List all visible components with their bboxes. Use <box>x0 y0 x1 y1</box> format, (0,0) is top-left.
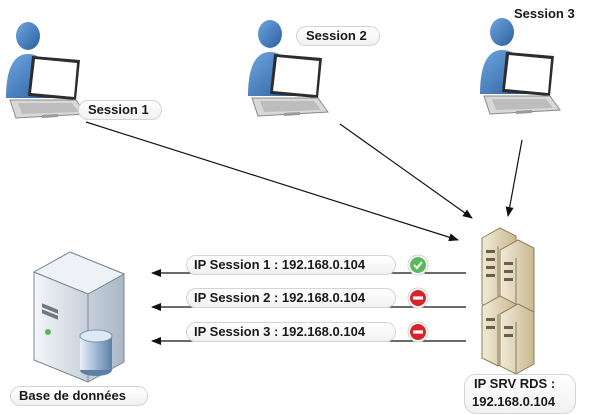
session-1-pill <box>78 100 162 120</box>
server-icon <box>481 227 535 375</box>
server-label-line1: IP SRV RDS : <box>474 376 556 391</box>
server-label-line2: 192.168.0.104 <box>472 394 556 409</box>
arrow-session-3-to-server <box>505 139 523 217</box>
database-server-icon <box>32 251 126 383</box>
user-1-laptop-icon <box>5 21 87 119</box>
ip-session-2-pill <box>186 288 396 308</box>
arrow-session-1-to-server <box>85 121 459 242</box>
ip-session-3-pill <box>186 322 396 342</box>
ip-session-2-label: IP Session 2 : 192.168.0.104 <box>194 290 366 305</box>
session-3-label: Session 3 <box>514 6 575 21</box>
no-entry-icon <box>407 321 429 343</box>
ip-session-1-label: IP Session 1 : 192.168.0.104 <box>194 257 366 272</box>
arrow-session-2-to-server <box>339 123 473 219</box>
user-3-laptop-icon <box>479 17 561 115</box>
session-2-label: Session 2 <box>306 28 367 43</box>
ip-session-1-pill <box>186 255 396 275</box>
ip-session-3-label: IP Session 3 : 192.168.0.104 <box>194 324 366 339</box>
session-2-pill <box>296 26 380 46</box>
no-entry-icon <box>407 287 429 309</box>
database-label-pill <box>10 386 148 406</box>
session-1-label: Session 1 <box>88 102 149 117</box>
check-icon <box>407 254 429 276</box>
server-label-pill <box>464 374 576 414</box>
database-label: Base de données <box>19 388 126 403</box>
